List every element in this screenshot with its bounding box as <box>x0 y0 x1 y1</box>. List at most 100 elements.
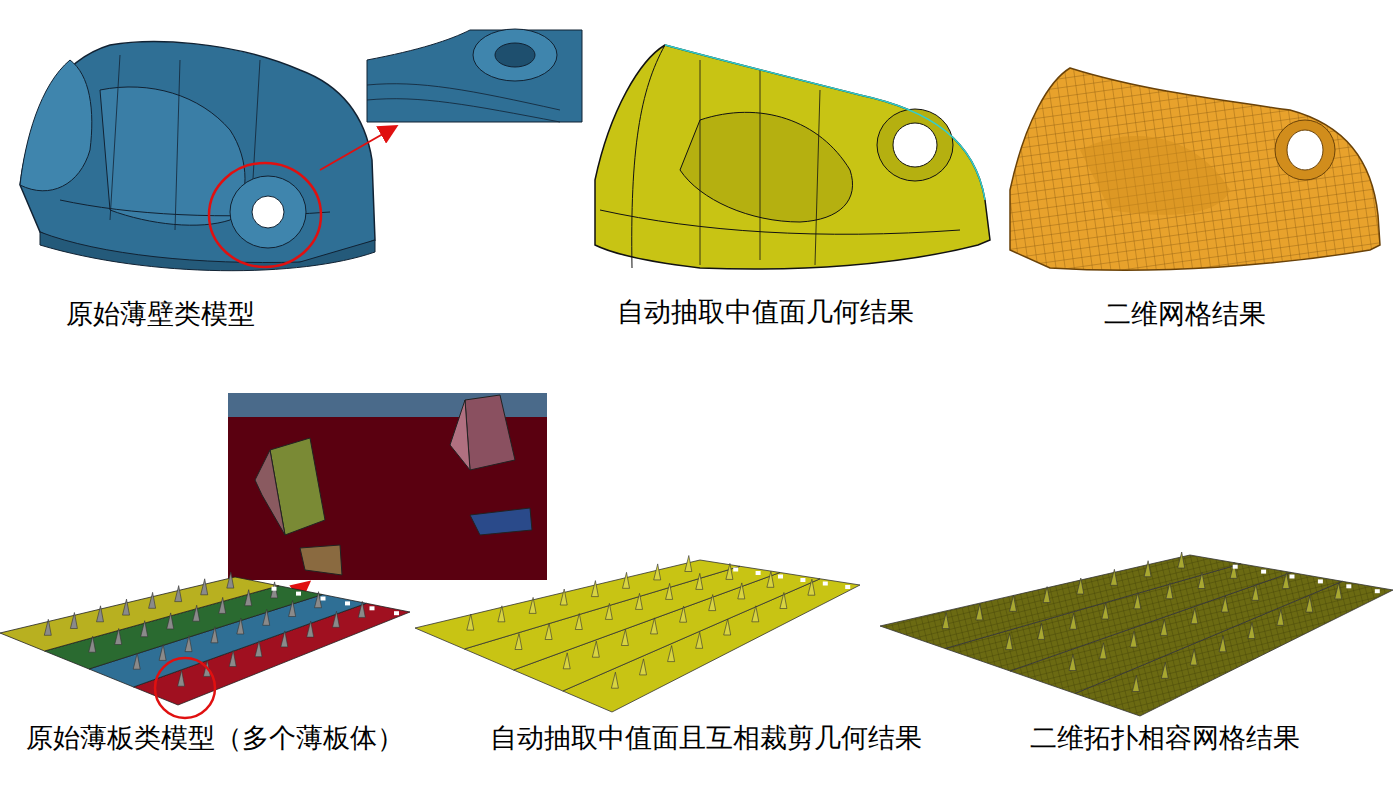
stiffener-rib <box>315 592 322 608</box>
mid-surface-plates <box>415 560 740 649</box>
stiffener-rib <box>1221 596 1228 612</box>
stiffener-rib <box>976 604 983 620</box>
plate-notch <box>823 582 828 586</box>
caption-label: 自动抽取中值面几何结果 <box>617 296 914 328</box>
stiffener-rib <box>563 653 570 669</box>
stiffener-rib <box>1006 634 1013 650</box>
stiffener-rib <box>651 618 658 634</box>
caption-label: 二维拓扑相容网格结果 <box>1030 722 1300 754</box>
stiffener-rib <box>666 583 673 599</box>
stiffener-rib <box>123 599 130 615</box>
stiffener-rib <box>141 621 148 637</box>
plate-notch <box>345 601 350 605</box>
thin-wall-model <box>20 25 582 271</box>
stiffener-rib <box>696 632 703 648</box>
stiffener-rib <box>515 634 522 650</box>
stiffener-rib <box>668 646 675 662</box>
plate-notch <box>1290 575 1295 579</box>
stiffener-rib <box>1132 676 1139 692</box>
stiffener-rib <box>1038 623 1045 639</box>
stiffener-rib <box>149 592 156 608</box>
stiffener-rib <box>227 572 234 588</box>
stiffener-rib <box>709 595 716 611</box>
stiffener-rib <box>263 609 270 625</box>
stiffener-rib <box>808 579 815 595</box>
stiffener-rib <box>89 636 96 652</box>
stiffener-rib <box>219 597 226 613</box>
stiffener-rib <box>1130 631 1137 647</box>
stiffener-rib <box>159 644 166 660</box>
stiffener-rib <box>1230 562 1237 578</box>
stiffener-rib <box>193 605 200 621</box>
plate-notch <box>1375 589 1380 593</box>
stiffener-rib <box>237 618 244 634</box>
stiffener-rib <box>1252 584 1259 600</box>
plate-notch <box>296 592 301 596</box>
stiffener-rib <box>1069 655 1076 671</box>
stiffener-rib <box>1248 623 1255 639</box>
stiffener-rib <box>942 613 949 629</box>
stiffener-rib <box>133 653 140 669</box>
stiffener-rib <box>185 636 192 652</box>
stiffener-rib <box>592 641 599 657</box>
stiffener-rib <box>1198 573 1205 589</box>
plate-notch <box>1318 579 1323 583</box>
stiffener-rib <box>70 613 77 629</box>
plate-notch <box>756 571 761 575</box>
stiffener-rib <box>752 606 759 622</box>
stiffener-rib <box>623 572 630 588</box>
stiffener-rib <box>175 586 182 602</box>
stiffener-rib <box>560 589 567 605</box>
plate-notch <box>778 575 783 579</box>
stiffener-rib <box>1282 573 1289 589</box>
stiffener-rib <box>685 556 692 572</box>
stiffener-rib <box>281 631 288 647</box>
stiffener-rib <box>498 606 505 622</box>
plate-notch <box>800 578 805 582</box>
highlight-circle <box>155 658 215 718</box>
stiffener-rib <box>255 641 262 657</box>
plate-notch <box>1261 570 1266 574</box>
stiffener-rib <box>545 624 552 640</box>
stiffener-rib <box>780 593 787 609</box>
stiffener-rib <box>1070 613 1077 629</box>
stiffener-rib <box>1161 662 1168 678</box>
shell-mesh <box>1010 68 1380 270</box>
stiffener-rib <box>44 619 51 635</box>
stiffener-rib <box>724 619 731 635</box>
stiffener-rib <box>1043 587 1050 603</box>
stiffener-rib <box>738 583 745 599</box>
stiffener-rib <box>654 564 661 580</box>
stiffener-rib <box>621 630 628 646</box>
stiffener-rib <box>97 606 104 622</box>
plate-notch <box>321 597 326 601</box>
plate-notch <box>1233 565 1238 569</box>
plate-notch <box>370 606 375 610</box>
stiffener-rib <box>1077 578 1084 594</box>
stiffener-rib <box>1010 595 1017 611</box>
stiffener-rib <box>1178 552 1185 568</box>
stiffener-rib <box>229 651 236 667</box>
stiffener-rib <box>529 597 536 613</box>
plate-notch <box>394 611 399 615</box>
stiffener-rib <box>696 573 703 589</box>
stiffener-rib <box>211 627 218 643</box>
stiffener-rib <box>726 563 733 579</box>
stiffener-rib <box>307 621 314 637</box>
stiffener-rib <box>1166 583 1173 599</box>
stiffener-rib <box>1190 649 1197 665</box>
stiffener-rib <box>1160 619 1167 635</box>
stiffener-rib <box>1277 609 1284 625</box>
stiffener-rib <box>333 611 340 627</box>
stiffener-rib <box>289 601 296 617</box>
stiffener-rib <box>1144 561 1151 577</box>
stiffener-rib <box>767 571 774 587</box>
stiffener-rib <box>611 672 618 688</box>
caption-label: 原始薄壁类模型 <box>66 298 255 330</box>
stiffener-rib <box>640 659 647 675</box>
stiffener-rib <box>605 603 612 619</box>
stiffener-rib <box>591 581 598 597</box>
plate-notch <box>272 587 277 591</box>
stiffener-rib <box>1102 603 1109 619</box>
